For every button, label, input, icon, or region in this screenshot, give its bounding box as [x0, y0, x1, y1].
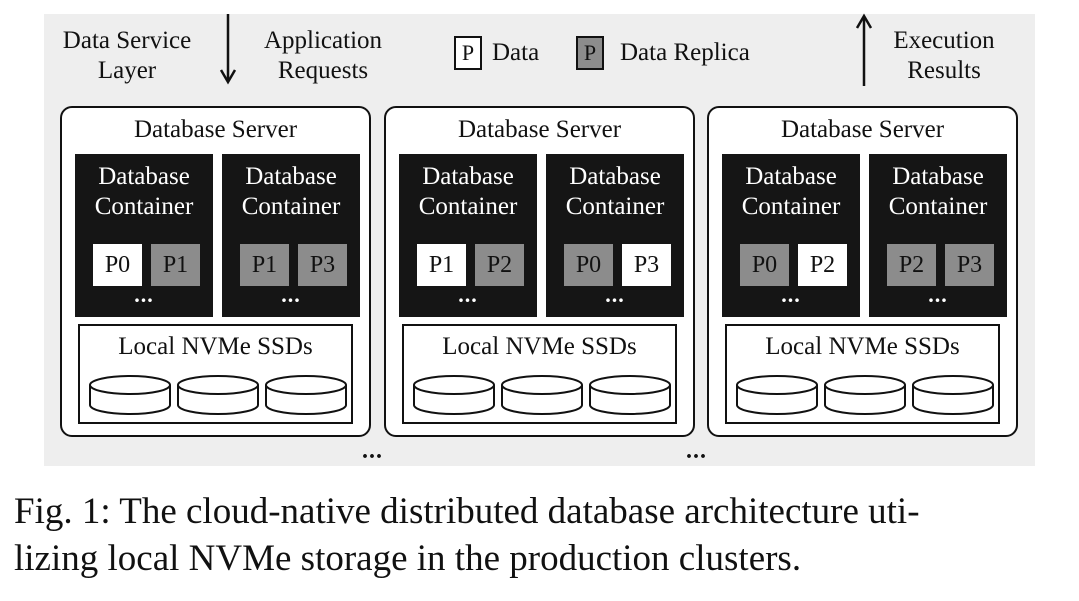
ssd-disk-icon — [736, 375, 818, 415]
label-line: Requests — [277, 57, 369, 84]
ssd-disk-icon — [265, 375, 347, 415]
container-title-line: Database — [569, 163, 661, 190]
down-arrow-icon — [219, 14, 237, 85]
partition-replica: P1 — [151, 244, 200, 286]
partition-replica: P0 — [564, 244, 613, 286]
server-title: Database Server — [457, 116, 622, 143]
legend-replica-label: Data Replica — [620, 39, 750, 66]
legend-data-label: Data — [492, 39, 540, 66]
container-title-line: Container — [241, 193, 341, 220]
execution-results-label: Execution Results — [880, 26, 1008, 86]
partition-replica: P2 — [887, 244, 936, 286]
container-title-line: Database — [98, 163, 190, 190]
partition-replica: P1 — [240, 244, 289, 286]
container-title-line: Database — [245, 163, 337, 190]
label-line: Execution — [893, 27, 995, 54]
storage-title: Local NVMe SSDs — [442, 333, 637, 360]
figure-caption: Fig. 1: The cloud-native distributed dat… — [14, 488, 1069, 582]
partition-replica: P3 — [298, 244, 347, 286]
partition-replica: P0 — [740, 244, 789, 286]
local-storage: Local NVMe SSDs — [725, 324, 1000, 424]
ssd-disk-icon — [589, 375, 671, 415]
up-arrow-icon — [855, 13, 873, 86]
container-title-line: Database — [422, 163, 514, 190]
legend-replica-swatch: P — [576, 36, 604, 70]
container-title-line: Database — [745, 163, 837, 190]
ssd-disk-icon — [824, 375, 906, 415]
more-partitions-ellipsis: ... — [781, 282, 801, 307]
server-title: Database Server — [780, 116, 945, 143]
ssd-disk-icon — [89, 375, 171, 415]
legend-data-swatch: P — [454, 36, 482, 70]
more-partitions-ellipsis: ... — [605, 282, 625, 307]
caption-line: Fig. 1: The cloud-native distributed dat… — [14, 491, 920, 532]
server-title: Database Server — [133, 116, 298, 143]
ssd-disk-icon — [177, 375, 259, 415]
container-title-line: Container — [565, 193, 665, 220]
more-partitions-ellipsis: ... — [928, 282, 948, 307]
more-partitions-ellipsis: ... — [134, 282, 154, 307]
partition-data: P1 — [417, 244, 466, 286]
container-title-line: Container — [888, 193, 988, 220]
ssd-disk-icon — [912, 375, 994, 415]
architecture-panel: Data Service Layer Application Requests … — [44, 13, 1035, 466]
container-title-line: Container — [94, 193, 194, 220]
partition-data: P0 — [93, 244, 142, 286]
storage-title: Local NVMe SSDs — [765, 333, 960, 360]
ssd-disk-icon — [413, 375, 495, 415]
label-line: Results — [907, 57, 981, 84]
partition-replica: P2 — [475, 244, 524, 286]
more-partitions-ellipsis: ... — [281, 282, 301, 307]
more-servers-ellipsis: ... — [686, 438, 707, 464]
partition-data: P3 — [622, 244, 671, 286]
caption-line: lizing local NVMe storage in the product… — [14, 538, 802, 579]
more-servers-ellipsis: ... — [362, 438, 383, 464]
label-line: Application — [263, 27, 383, 54]
partition-data: P2 — [798, 244, 847, 286]
ssd-disk-icon — [501, 375, 583, 415]
container-title-line: Container — [741, 193, 841, 220]
partition-replica: P3 — [945, 244, 994, 286]
container-title-line: Container — [418, 193, 518, 220]
label-line: Layer — [97, 57, 157, 84]
container-title-line: Database — [892, 163, 984, 190]
more-partitions-ellipsis: ... — [458, 282, 478, 307]
data-service-layer-label: Data Service Layer — [52, 26, 202, 86]
storage-title: Local NVMe SSDs — [118, 333, 313, 360]
application-requests-label: Application Requests — [250, 26, 396, 86]
label-line: Data Service — [62, 27, 192, 54]
local-storage: Local NVMe SSDs — [402, 324, 677, 424]
local-storage: Local NVMe SSDs — [78, 324, 353, 424]
